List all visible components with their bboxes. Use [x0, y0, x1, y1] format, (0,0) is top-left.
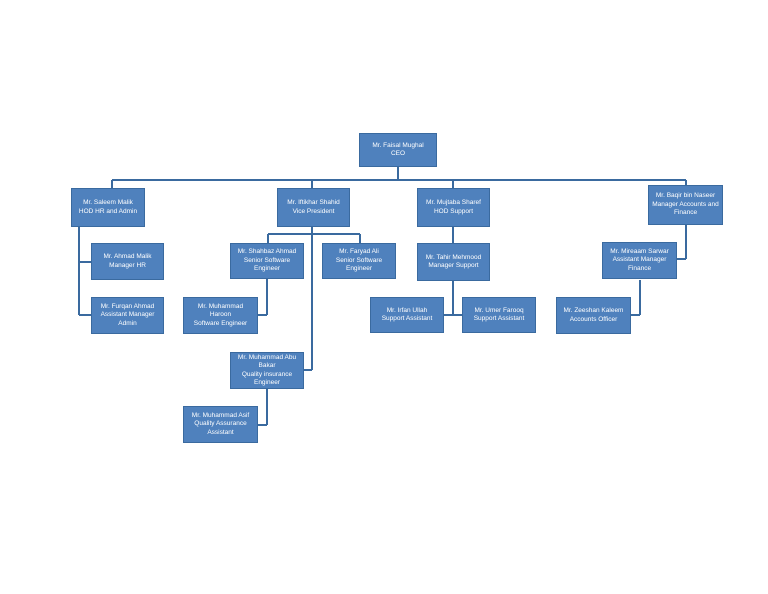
- node-name: Mr. Iftikhar Shahid: [287, 199, 340, 206]
- node-tahir-mehmood[interactable]: Mr. Tahir Mehmood Manager Support: [417, 243, 490, 281]
- node-name: Mr. Irfan Ullah: [386, 306, 428, 314]
- node-title: Quality insurance Engineer: [241, 370, 293, 387]
- node-umer-farooq[interactable]: Mr. Umer Farooq Support Assistant: [462, 297, 536, 333]
- node-name: Mr. Mireaam Sarwar: [610, 247, 669, 255]
- node-name: Mr. Muhammad Asif: [191, 411, 250, 419]
- node-muhammad-asif[interactable]: Mr. Muhammad Asif Quality Assurance Assi…: [183, 406, 258, 443]
- node-title: HOD HR and Admin: [78, 207, 138, 215]
- node-mireaam-sarwar[interactable]: Mr. Mireaam Sarwar Assistant Manager Fin…: [602, 242, 677, 279]
- node-mujtaba-sharef[interactable]: Mr. Mujtaba Sharef HOD Support: [417, 188, 490, 227]
- node-faryad-ali[interactable]: Mr. Faryad Ali Senior Software Engineer: [322, 243, 396, 279]
- node-title: Assistant Manager Admin: [100, 311, 155, 327]
- node-name: Mr. Muhammad Haroon: [197, 302, 244, 319]
- node-baqir-bin-naseer[interactable]: Mr. Baqir bin Naseer Manager Accounts an…: [648, 185, 723, 225]
- node-title: Senior Software Engineer: [243, 256, 291, 273]
- node-title: CEO: [390, 150, 406, 157]
- node-muhammad-abu-bakar[interactable]: Mr. Muhammad Abu Bakar Quality insurance…: [230, 352, 304, 389]
- node-name: Mr. Furqan Ahmad: [100, 302, 155, 310]
- node-name: Mr. Umer Farooq: [474, 306, 524, 314]
- node-name: Mr. Tahir Mehmood: [425, 253, 482, 261]
- node-name: Mr. Saleem Malik: [83, 199, 133, 206]
- node-title: Manager HR: [109, 261, 146, 269]
- node-muhammad-haroon[interactable]: Mr. Muhammad Haroon Software Engineer: [183, 297, 258, 334]
- node-name: Mr. Muhammad Abu Bakar: [237, 353, 297, 370]
- node-furqan-ahmad[interactable]: Mr. Furqan Ahmad Assistant Manager Admin: [91, 297, 164, 334]
- node-name: Mr. Baqir bin Naseer: [655, 192, 716, 200]
- node-iftikhar-shahid[interactable]: Mr. Iftikhar Shahid Vice President: [277, 188, 350, 227]
- node-name: Mr. Zeeshan Kaleem: [563, 307, 624, 314]
- node-title: Software Engineer: [193, 319, 248, 327]
- node-name: Mr. Shahbaz Ahmad: [237, 248, 297, 256]
- node-shahbaz-ahmad[interactable]: Mr. Shahbaz Ahmad Senior Software Engine…: [230, 243, 304, 279]
- node-ceo[interactable]: Mr. Faisal Mughal CEO: [359, 133, 437, 167]
- node-ahmad-malik[interactable]: Mr. Ahmad Malik Manager HR: [91, 243, 164, 280]
- node-title: Vice President: [292, 207, 335, 215]
- node-title: Support Assistant: [473, 315, 525, 322]
- node-title: Quality Assurance Assistant: [194, 420, 247, 436]
- node-zeeshan-kaleem[interactable]: Mr. Zeeshan Kaleem Accounts Officer: [556, 297, 631, 334]
- node-name: Mr. Faisal Mughal: [372, 141, 424, 149]
- node-name: Mr. Ahmad Malik: [103, 253, 152, 260]
- node-title: Support Assistant: [381, 315, 433, 322]
- node-irfan-ullah[interactable]: Mr. Irfan Ullah Support Assistant: [370, 297, 444, 333]
- node-name: Mr. Faryad Ali: [339, 248, 379, 256]
- node-title: Senior Software Engineer: [335, 256, 383, 273]
- node-title: HOD Support: [433, 207, 474, 215]
- node-title: Accounts Officer: [569, 315, 618, 323]
- node-title: Manager Support: [428, 262, 479, 269]
- node-saleem-malik[interactable]: Mr. Saleem Malik HOD HR and Admin: [71, 188, 145, 227]
- node-title: Assistant Manager Finance: [612, 256, 667, 272]
- node-title: Manager Accounts and Finance: [652, 200, 719, 217]
- node-name: Mr. Mujtaba Sharef: [426, 199, 481, 206]
